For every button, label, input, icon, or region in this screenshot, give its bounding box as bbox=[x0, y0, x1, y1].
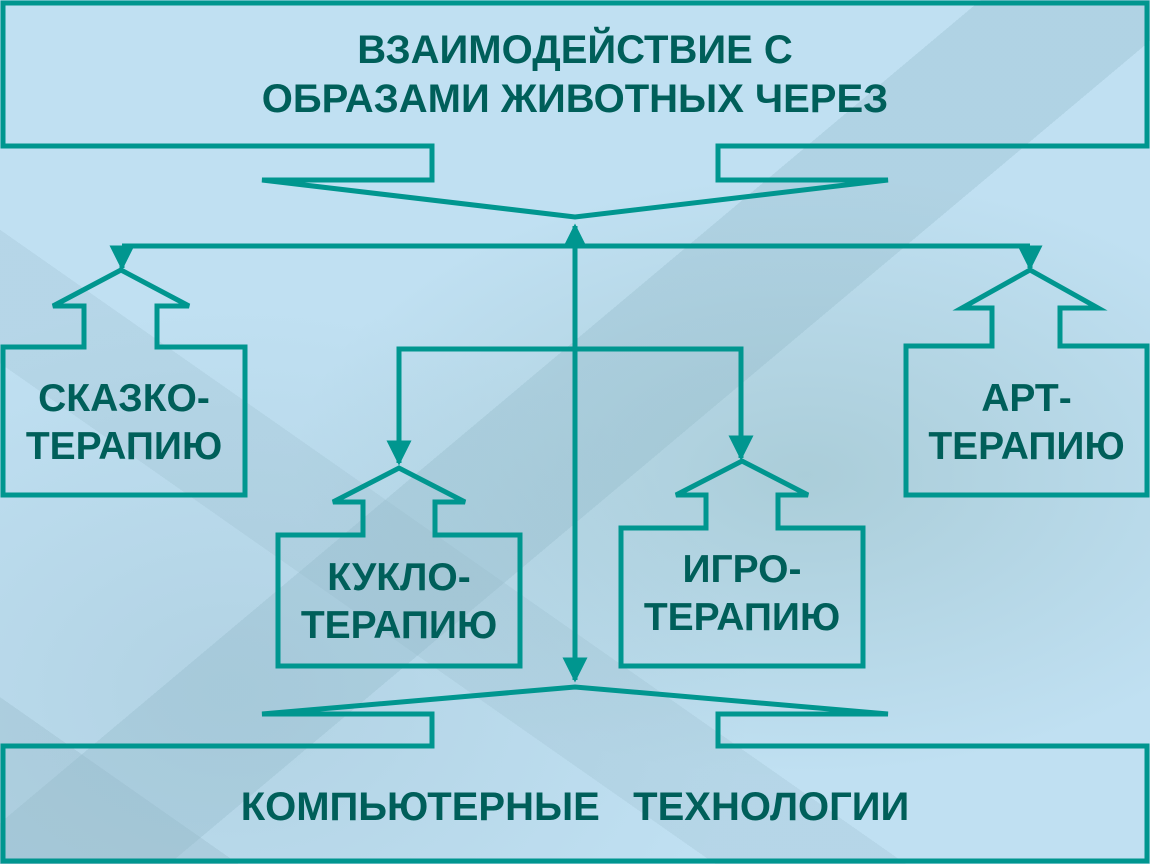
node-art-line-2: ТЕРАПИЮ bbox=[928, 424, 1125, 468]
node-igro: ИГРО- ТЕРАПИЮ bbox=[621, 530, 863, 658]
node-kuklo: КУКЛО- ТЕРАПИЮ bbox=[278, 538, 520, 666]
node-skazko: СКАЗКО- ТЕРАПИЮ bbox=[3, 350, 245, 495]
node-kuklo-line-2: ТЕРАПИЮ bbox=[300, 604, 498, 647]
node-skazko-line-1: СКАЗКО- bbox=[38, 376, 210, 420]
top-box-title: ВЗАИМОДЕЙСТВИЕ С ОБРАЗАМИ ЖИВОТНЫХ ЧЕРЕЗ bbox=[3, 15, 1147, 135]
node-igro-line-1: ИГРО- bbox=[682, 548, 802, 592]
kuklo-box-outline bbox=[275, 465, 523, 669]
top-box-outline bbox=[0, 0, 1150, 220]
node-igro-line-2: ТЕРАПИЮ bbox=[643, 596, 841, 639]
bottom-box-outline bbox=[0, 684, 1150, 864]
node-art-line-1: АРТ- bbox=[981, 376, 1072, 420]
top-box-line-1: ВЗАИМОДЕЙСТВИЕ С bbox=[357, 28, 793, 73]
top-box-line-2: ОБРАЗАМИ ЖИВОТНЫХ ЧЕРЕЗ bbox=[261, 77, 889, 121]
igro-box-outline bbox=[618, 458, 866, 669]
art-box-outline bbox=[903, 267, 1150, 498]
node-skazko-line-2: ТЕРАПИЮ bbox=[25, 424, 223, 468]
node-kuklo-line-1: КУКЛО- bbox=[327, 556, 471, 600]
skazko-box-outline bbox=[0, 267, 248, 498]
middle-connector bbox=[396, 346, 744, 458]
bottom-box-text: КОМПЬЮТЕРНЫЕ ТЕХНОЛОГИИ bbox=[240, 785, 910, 830]
node-art: АРТ- ТЕРАПИЮ bbox=[906, 350, 1147, 495]
bottom-box-title: КОМПЬЮТЕРНЫЕ ТЕХНОЛОГИИ bbox=[3, 760, 1147, 855]
